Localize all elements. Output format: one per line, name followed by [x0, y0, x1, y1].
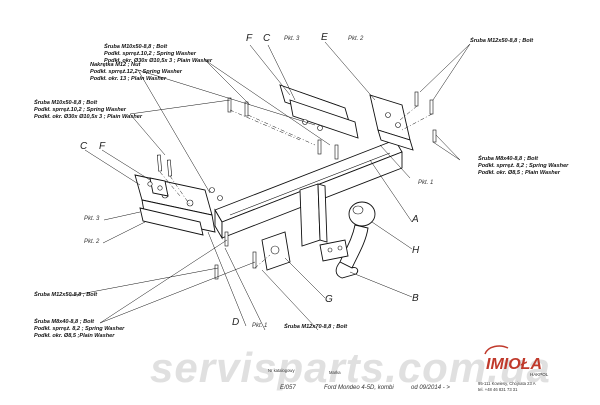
- label-left-bolt: Śruba M12x50-8,8 ; Bolt: [34, 291, 98, 298]
- label-line: Podkł. sprręż. 8,2 ; Spring Washer: [34, 326, 125, 332]
- socket-plate-g: [261, 231, 291, 271]
- assembly-lines: [159, 105, 433, 269]
- tow-ball: [319, 201, 376, 279]
- label-line: Podkł. okr. Ø30x Ø10,5x 3 ; Plain Washer: [34, 114, 143, 120]
- label-top-right-bolt: Śruba M12x50-8,8 ; Bolt: [470, 37, 534, 44]
- center-bracket: [299, 183, 328, 247]
- letter-a: A: [411, 214, 419, 225]
- left-plate: [139, 207, 204, 236]
- label-top-left-group: Śruba M10x50-8,8 ; Bolt Podkł. sprręż.10…: [104, 43, 213, 64]
- brand-address: 95-111 Kowiesy, Chojnata 23 A: [478, 381, 536, 386]
- pkt-1-right: Pkt. 1: [418, 180, 433, 186]
- model-name: Ford Mondeo 4-5D, kombi: [324, 385, 394, 391]
- pkt-3-left: Pkt. 3: [84, 216, 100, 222]
- label-line: Podkł. okr. Ø8,5 ; Plain Washer: [478, 170, 561, 176]
- label-line: Śruba M10x50-8,8 ; Bolt: [104, 43, 168, 50]
- pkt-1-bottom: Pkt. 1: [252, 323, 267, 329]
- label-mid-left-group: Śruba M10x50-8,8 ; Bolt Podkł. sprręż.10…: [34, 99, 143, 120]
- label-line: Śruba M10x50-8,8 ; Bolt: [34, 99, 98, 106]
- label-line: Podkł. sprręż.10,2 ; Spring Washer: [34, 107, 127, 113]
- label-line: Śruba M8x40-8,8 ; Bolt: [478, 155, 539, 162]
- footer: Nr katalogowy E/057 Marka Ford Mondeo 4-…: [268, 345, 549, 392]
- catalog-number: E/057: [280, 385, 296, 391]
- label-line: Śruba M8x40-8,8 ; Bolt: [34, 318, 95, 325]
- letter-f-left: F: [99, 141, 106, 152]
- label-right-group: Śruba M8x40-8,8 ; Bolt Podkł. sprręż. 8,…: [478, 155, 569, 176]
- label-nut-group: Nakrętka M12 ; Nut Podkł. sprręż.12,2 ; …: [90, 62, 183, 82]
- pkt-2-left: Pkt. 2: [84, 239, 100, 245]
- label-line: Podkł. sprręż.12,2 ; Spring Washer: [90, 69, 183, 75]
- brand-sub: HAKPOL: [530, 372, 549, 377]
- letter-e-top: E: [321, 32, 328, 43]
- pkt-3-top: Pkt. 3: [284, 36, 300, 42]
- label-line: Nakrętka M12 ; Nut: [90, 62, 141, 68]
- label-bottom-bolt: Śruba M12x70-8,8 ; Bolt: [284, 323, 348, 330]
- letter-f-top: F: [246, 33, 253, 44]
- letter-c-left: C: [80, 141, 88, 152]
- brand-phone: tel. +48 46 831 73 31: [478, 387, 518, 392]
- pkt-2-top: Pkt. 2: [348, 36, 364, 42]
- label-bottom-left-group: Śruba M8x40-8,8 ; Bolt Podkł. sprręż. 8,…: [34, 318, 125, 339]
- brand-logo: IMIOŁA HAKPOL: [484, 345, 549, 377]
- letter-g: G: [325, 294, 333, 305]
- label-line: Podkł. okr. Ø30x Ø10,5x 3 ; Plain Washer: [104, 58, 213, 64]
- brand-name: IMIOŁA: [486, 356, 542, 373]
- leader-lines: [69, 41, 471, 331]
- label-line: Podkł. okr. 13 ; Plain Washer: [90, 76, 167, 82]
- top-plates: [279, 84, 359, 139]
- letter-c-top: C: [263, 33, 271, 44]
- letter-d: D: [232, 317, 239, 328]
- label-line: Podkł. sprręż. 8,2 ; Spring Washer: [478, 163, 569, 169]
- catalog-label: Nr katalogowy: [268, 368, 295, 373]
- letter-b: B: [412, 293, 419, 304]
- watermark: servisparts.com.ua: [150, 344, 551, 391]
- right-bracket-e: [369, 94, 414, 151]
- label-line: Podkł. sprręż.10,2 ; Spring Washer: [104, 51, 197, 57]
- letter-h: H: [412, 245, 420, 256]
- label-line: Podkł. okr. Ø8,5 ;Plain Washer: [34, 333, 115, 339]
- make-label: Marka: [329, 370, 341, 375]
- model-date: od 09/2014 - >: [411, 385, 450, 391]
